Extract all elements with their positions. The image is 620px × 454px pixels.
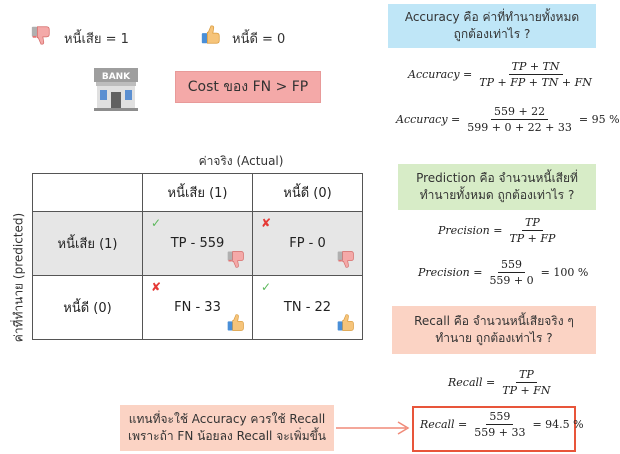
- svg-text:BANK: BANK: [102, 72, 131, 82]
- accuracy-title-line1: Accuracy คือ ค่าที่ทำนายทั้งหมด: [404, 10, 580, 24]
- recommendation-note: แทนที่จะใช้ Accuracy ควรใช้ Recall เพราะ…: [120, 405, 334, 451]
- row-header: หนี้ดี (0): [32, 275, 143, 340]
- precision-title-line1: Prediction คือ จำนวนหนี้เสียที่: [416, 171, 578, 185]
- matrix-cell-tn: ✓ TN - 22: [252, 275, 363, 340]
- precision-definition: Prediction คือ จำนวนหนี้เสียที่ ทำนายทั้…: [398, 164, 596, 210]
- col-header: หนี้ดี (0): [252, 173, 363, 212]
- matrix-cell-fn: ✘ FN - 33: [142, 275, 253, 340]
- cross-icon: ✘: [151, 280, 162, 294]
- accuracy-definition: Accuracy คือ ค่าที่ทำนายทั้งหมด ถูกต้องเ…: [388, 4, 596, 48]
- bank-icon: BANK: [94, 68, 138, 111]
- cost-label: Cost ของ FN > FP: [187, 78, 309, 95]
- thumbs-down-icon: [30, 24, 52, 46]
- legend-bad-debt: หนี้เสีย = 1: [64, 32, 129, 47]
- col-header: หนี้เสีย (1): [142, 173, 253, 212]
- matrix-cell-tp: ✓ TP - 559: [142, 211, 253, 276]
- cell-value: TN - 22: [283, 300, 332, 315]
- thumbs-up-icon: [336, 312, 356, 334]
- check-icon: ✓: [261, 280, 272, 294]
- cost-box: Cost ของ FN > FP: [175, 71, 321, 103]
- cell-value: FN - 33: [174, 300, 221, 315]
- recall-title-line1: Recall คือ จำนวนหนี้เสียจริง ๆ: [414, 314, 574, 328]
- row-header: หนี้เสีย (1): [32, 211, 143, 276]
- precision-title-line2: ทำนายทั้งหมด ถูกต้องเท่าไร ?: [419, 188, 575, 202]
- matrix-corner: [32, 173, 143, 212]
- arrow-icon: [336, 421, 410, 435]
- confusion-matrix: หนี้เสีย (1) หนี้ดี (0) หนี้เสีย (1) ✓ T…: [32, 173, 363, 340]
- note-line2: เพราะถ้า FN น้อยลง Recall จะเพิ่มขึ้น: [127, 429, 327, 443]
- check-icon: ✓: [151, 216, 162, 230]
- cell-value: TP - 559: [170, 236, 225, 251]
- predicted-axis-label: ค่าที่ทำนาย (predicted): [11, 212, 26, 343]
- cell-value: FP - 0: [289, 236, 326, 251]
- note-line1: แทนที่จะใช้ Accuracy ควรใช้ Recall: [128, 412, 326, 426]
- thumbs-up-icon: [226, 312, 246, 334]
- cross-icon: ✘: [261, 216, 272, 230]
- accuracy-title-line2: ถูกต้องเท่าไร ?: [453, 27, 531, 41]
- actual-axis-label: ค่าจริง (Actual): [198, 154, 284, 168]
- matrix-cell-fp: ✘ FP - 0: [252, 211, 363, 276]
- recall-definition: Recall คือ จำนวนหนี้เสียจริง ๆ ทำนาย ถูก…: [392, 306, 596, 354]
- thumbs-down-icon: [336, 248, 356, 270]
- recall-title-line2: ทำนาย ถูกต้องเท่าไร ?: [435, 331, 553, 345]
- thumbs-up-icon: [200, 24, 222, 46]
- thumbs-down-icon: [226, 248, 246, 270]
- recall-highlight-box: [412, 406, 576, 452]
- legend-good-debt: หนี้ดี = 0: [232, 32, 286, 47]
